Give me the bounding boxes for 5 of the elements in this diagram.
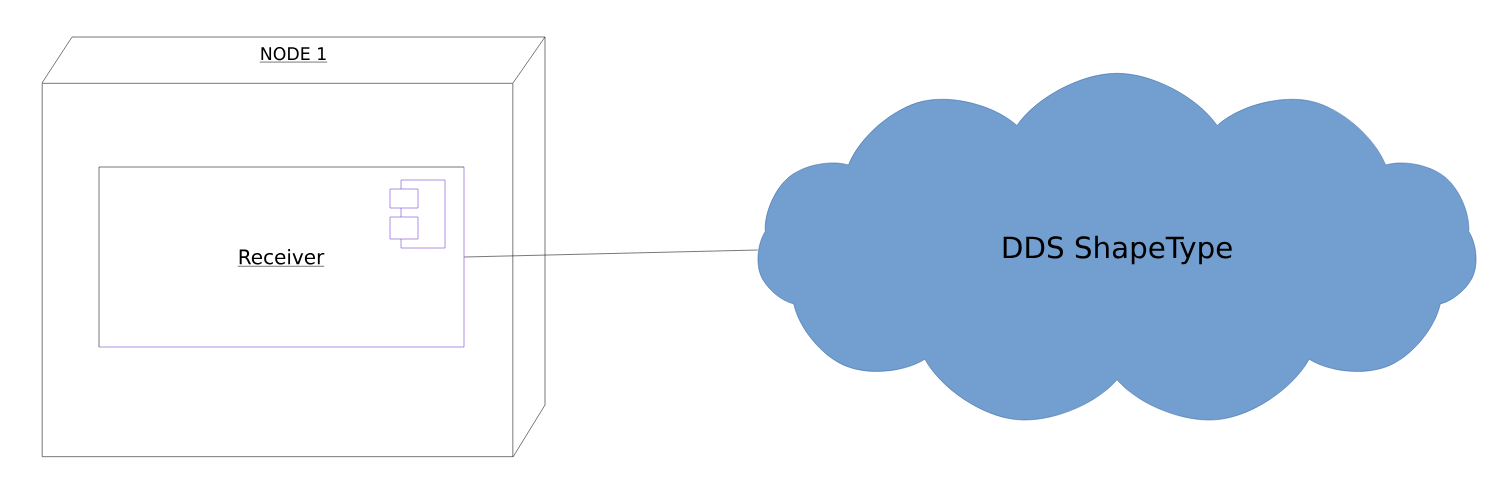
node-label: NODE 1 [261, 47, 326, 61]
component-box: Receiver [98, 166, 465, 348]
node-label: Receiver [239, 248, 325, 265]
connector-line [464, 249, 758, 258]
cloud: DDS ShapeType [757, 73, 1477, 421]
